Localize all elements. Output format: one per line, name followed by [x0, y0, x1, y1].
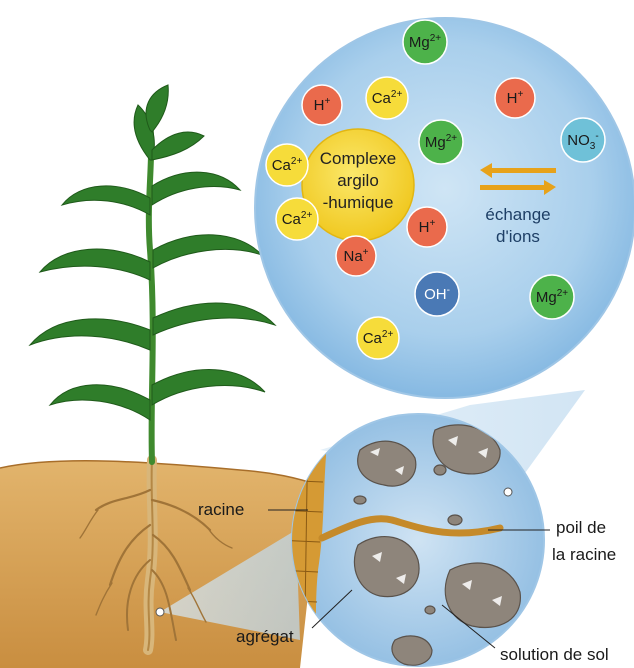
label-racine: racine [198, 500, 244, 520]
leaf [152, 172, 240, 205]
plant [30, 85, 275, 462]
leaf [153, 235, 262, 268]
label-poil-line1: poil de [556, 518, 606, 538]
ion-oh-10: OH- [415, 272, 459, 316]
leaf [153, 303, 275, 335]
ion-no-4: NO3- [561, 118, 605, 162]
leaf [152, 370, 265, 405]
soil-detail-circle [270, 414, 544, 668]
complex-text-line: Complexe [320, 149, 397, 168]
leaf [146, 85, 168, 132]
ion-mg-11: Mg2+ [530, 275, 574, 319]
ion-mg-0: Mg2+ [403, 20, 447, 64]
aggregate [354, 537, 419, 597]
label-agregat: agrégat [236, 627, 294, 647]
ion-ca-5: Ca2+ [266, 144, 308, 186]
ion-h-3: H+ [495, 78, 535, 118]
complex-text-line: argilo [337, 171, 379, 190]
ion-ca-12: Ca2+ [357, 317, 399, 359]
leaf [50, 385, 150, 420]
zoom-point-root [156, 608, 164, 616]
ion-ca-7: Ca2+ [276, 198, 318, 240]
leaf [40, 249, 150, 280]
complex-text-line: -humique [323, 193, 394, 212]
leaf [152, 132, 204, 160]
leaf [62, 186, 150, 215]
ion-ca-2: Ca2+ [366, 77, 408, 119]
ion-mg-6: Mg2+ [419, 120, 463, 164]
leaf [30, 319, 150, 350]
ion-h-8: H+ [407, 207, 447, 247]
exchange-text-line: d'ions [496, 227, 540, 246]
ion-label: OH- [424, 285, 450, 303]
zoom-point-soil [504, 488, 512, 496]
ion-h-1: H+ [302, 85, 342, 125]
exchange-text-line: échange [485, 205, 550, 224]
ion-na-9: Na+ [336, 236, 376, 276]
aggregate [392, 636, 432, 665]
label-poil-line2: la racine [552, 545, 616, 565]
label-solution: solution de sol [500, 645, 609, 665]
